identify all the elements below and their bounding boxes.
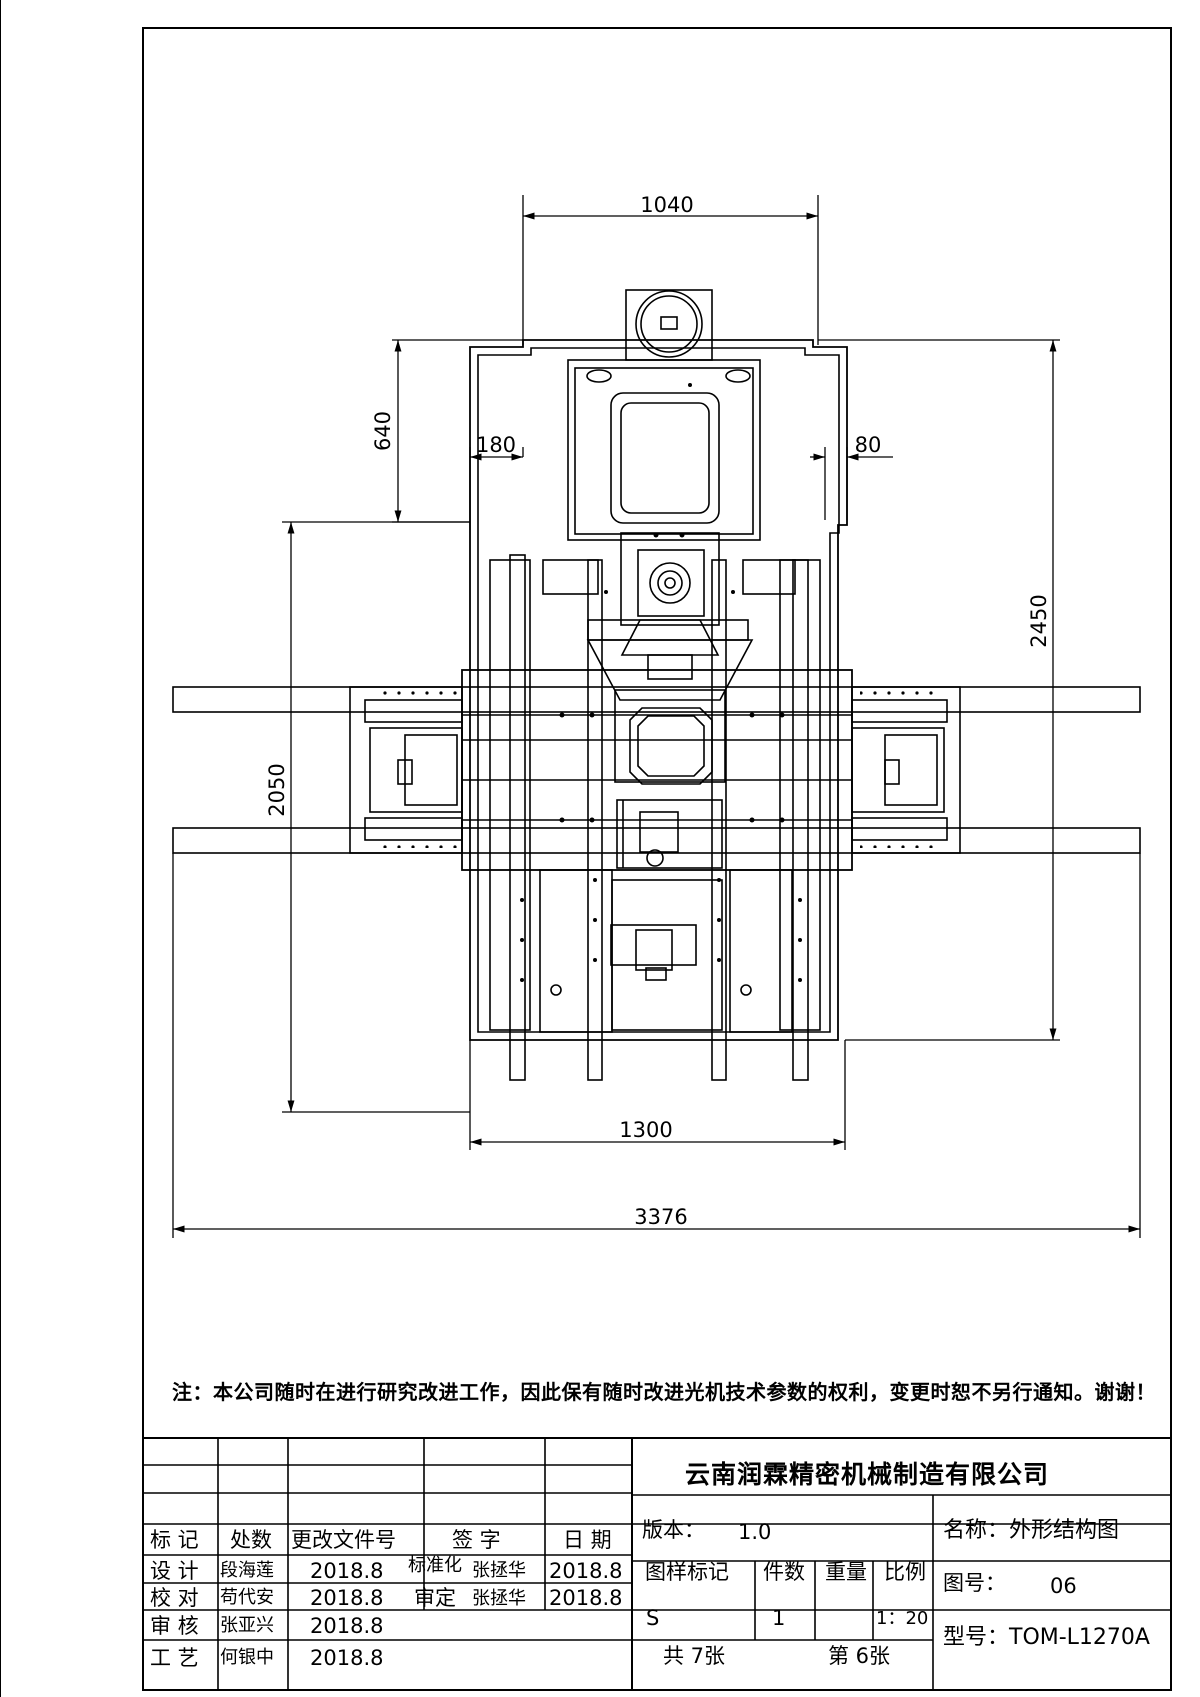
approve-name: 张拯华 — [472, 1588, 526, 1609]
drawing-name: 名称：外形结构图 — [943, 1518, 1120, 1543]
revision-note: 注：本公司随时在进行研究改进工作，因此保有随时改进光机技术参数的权利，变更时恕不… — [172, 1380, 1156, 1404]
dim-total-height: 2450 — [1027, 594, 1051, 647]
role-review: 审 核 — [150, 1614, 199, 1638]
role-process: 工 艺 — [150, 1646, 199, 1670]
col-sign: 签 字 — [452, 1528, 501, 1552]
std-date: 2018.8 — [549, 1559, 623, 1583]
col-place: 处数 — [230, 1528, 272, 1552]
col-date: 日 期 — [563, 1528, 612, 1552]
sample-value: S — [646, 1606, 660, 1630]
dimension-lines — [172, 195, 1141, 1238]
header-count: 件数 — [763, 1560, 805, 1584]
dim-left-step: 180 — [476, 433, 516, 457]
role-design: 设 计 — [150, 1559, 199, 1583]
scale-value: 1：20 — [876, 1608, 929, 1629]
name-check: 苟代安 — [220, 1587, 274, 1608]
drawing-no-label: 图号： — [943, 1571, 1006, 1595]
dim-base-width: 1300 — [619, 1118, 672, 1142]
date-design: 2018.8 — [310, 1559, 384, 1583]
total-sheets: 共 7张 — [663, 1644, 726, 1668]
machine-body — [172, 289, 1141, 1081]
approve-label: 审定 — [414, 1586, 456, 1610]
date-check: 2018.8 — [310, 1586, 384, 1610]
name-design: 段海莲 — [220, 1560, 274, 1581]
model-number: 型号：TOM-L1270A — [943, 1625, 1150, 1650]
sheet-number: 第 6张 — [828, 1644, 891, 1668]
company-name: 云南润霖精密机械制造有限公司 — [685, 1460, 1050, 1489]
sheet-border — [142, 27, 1172, 1691]
count-value: 1 — [772, 1606, 786, 1630]
name-process: 何银中 — [220, 1647, 274, 1668]
header-sample-mark: 图样标记 — [645, 1560, 729, 1584]
bolt-holes — [378, 383, 940, 982]
header-scale: 比例 — [884, 1560, 926, 1584]
approve-date: 2018.8 — [549, 1586, 623, 1610]
title-block-grid — [143, 1437, 1171, 1690]
version-label: 版本： — [642, 1518, 705, 1542]
role-check: 校 对 — [150, 1586, 199, 1610]
dim-overall-width: 3376 — [634, 1205, 687, 1229]
dim-top-width: 1040 — [640, 193, 693, 217]
name-review: 张亚兴 — [220, 1615, 274, 1636]
std-label: 标准化 — [408, 1555, 462, 1576]
version-value: 1.0 — [738, 1520, 772, 1544]
header-weight: 重量 — [825, 1560, 867, 1584]
dim-right-step: 80 — [855, 433, 882, 457]
date-review: 2018.8 — [310, 1614, 384, 1638]
dim-upper-height: 640 — [371, 411, 395, 451]
col-change-doc: 更改文件号 — [291, 1528, 396, 1552]
dim-mid-height: 2050 — [265, 763, 289, 816]
date-process: 2018.8 — [310, 1646, 384, 1670]
col-mark: 标 记 — [150, 1528, 199, 1552]
std-name: 张拯华 — [472, 1560, 526, 1581]
drawing-no-value: 06 — [1050, 1574, 1077, 1598]
